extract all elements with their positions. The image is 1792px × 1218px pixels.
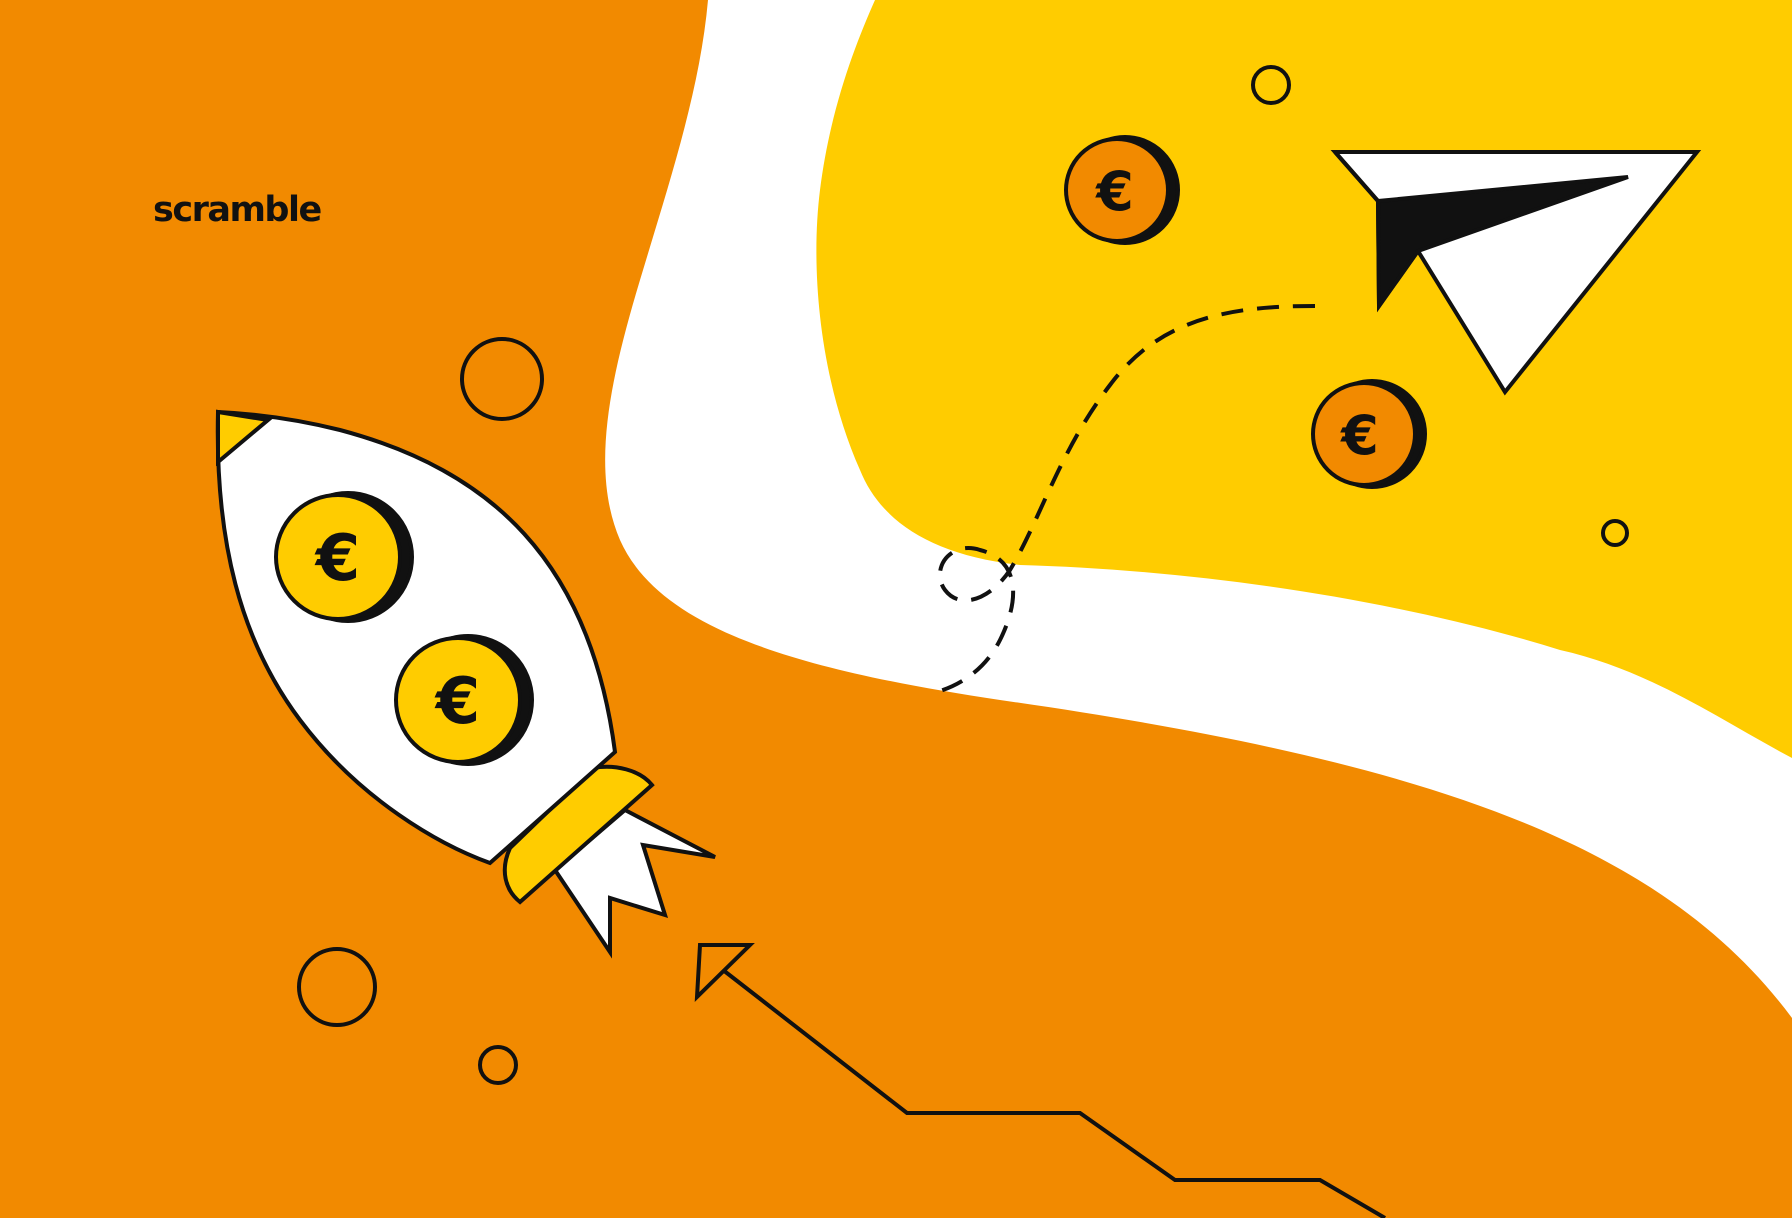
floating-coin-right: € — [1311, 379, 1427, 489]
circle-icon — [460, 337, 544, 421]
brand-logo: scramble — [153, 190, 322, 230]
coin-symbol: € — [434, 665, 481, 739]
circle-icon — [1601, 519, 1629, 547]
paper-plane-icon — [1330, 150, 1702, 396]
growth-arrow-line — [721, 968, 1387, 1218]
paper-plane-fold — [1375, 175, 1629, 313]
dashed-path-icon — [936, 304, 1316, 694]
paper-plane-crease — [1333, 150, 1380, 203]
floating-coin-top: € — [1064, 135, 1180, 245]
coin-symbol: € — [314, 522, 361, 596]
rocket-coin-upper: € — [274, 491, 414, 623]
coin-symbol: € — [1094, 160, 1134, 223]
euro-coin-icon: € € € € — [274, 135, 1427, 766]
circle-icon — [1251, 65, 1291, 105]
growth-arrow-head — [694, 943, 755, 1003]
rocket-nozzle — [502, 764, 655, 905]
decorative-circles — [297, 65, 1629, 1085]
rocket-flame — [552, 807, 716, 959]
growth-arrow-icon — [694, 943, 1387, 1218]
circle-icon — [478, 1045, 518, 1085]
rocket-coin-lower: € — [394, 634, 534, 766]
rocket-tip — [216, 409, 273, 467]
circle-icon — [297, 947, 377, 1027]
coin-symbol: € — [1339, 404, 1379, 467]
